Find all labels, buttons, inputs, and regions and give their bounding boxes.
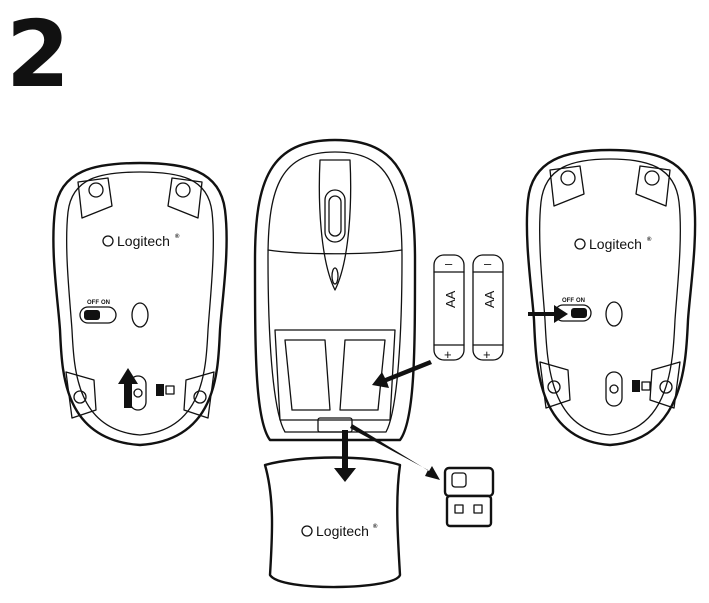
svg-text:ON: ON xyxy=(576,298,585,304)
battery-door-latch[interactable] xyxy=(605,371,651,407)
power-switch[interactable]: OFF ON xyxy=(554,298,592,322)
arrow-icon xyxy=(118,368,138,408)
svg-text:®: ® xyxy=(373,523,378,530)
unifying-receiver: ✱ xyxy=(443,466,495,528)
svg-text:+: + xyxy=(483,347,491,362)
arrow-icon xyxy=(334,430,356,482)
unifying-star-icon: ✱ xyxy=(455,476,463,487)
mouse-underside-right: Logitech ® OFF ON xyxy=(525,148,697,447)
svg-text:OFF: OFF xyxy=(562,298,574,304)
svg-text:AA: AA xyxy=(482,290,497,308)
step-number: 2 xyxy=(6,1,71,108)
optical-sensor xyxy=(605,301,623,327)
svg-text:–: – xyxy=(445,256,453,271)
mouse-top-center xyxy=(253,138,417,442)
aa-battery-2: – AA + xyxy=(472,254,504,362)
arrow-icon xyxy=(372,360,432,388)
logitech-logo: Logitech ® xyxy=(102,233,180,249)
svg-text:Logitech: Logitech xyxy=(589,236,642,252)
mouse-underside-left: Logitech ® OFF ON xyxy=(52,161,228,447)
power-switch[interactable]: OFF ON xyxy=(79,300,117,324)
svg-text:AA: AA xyxy=(443,290,458,308)
logitech-logo-icon xyxy=(301,525,313,537)
optical-sensor xyxy=(131,302,149,328)
logitech-logo: Logitech ® xyxy=(574,236,652,252)
aa-battery-1: – AA + xyxy=(433,254,465,362)
svg-text:Logitech: Logitech xyxy=(316,523,369,539)
logitech-logo-icon xyxy=(102,235,114,247)
svg-text:®: ® xyxy=(175,233,180,240)
brand-name: Logitech xyxy=(117,233,170,249)
svg-text:®: ® xyxy=(647,236,652,243)
svg-text:–: – xyxy=(484,256,492,271)
svg-text:ON: ON xyxy=(101,300,110,306)
svg-text:+: + xyxy=(444,347,452,362)
scroll-wheel xyxy=(324,189,346,243)
unifying-receiver-icon xyxy=(451,472,467,488)
arrow-icon xyxy=(528,305,568,323)
logitech-logo-icon xyxy=(574,238,586,250)
svg-text:OFF: OFF xyxy=(87,300,99,306)
battery-cover: Logitech ® xyxy=(263,456,402,589)
arrow-icon xyxy=(350,424,440,480)
